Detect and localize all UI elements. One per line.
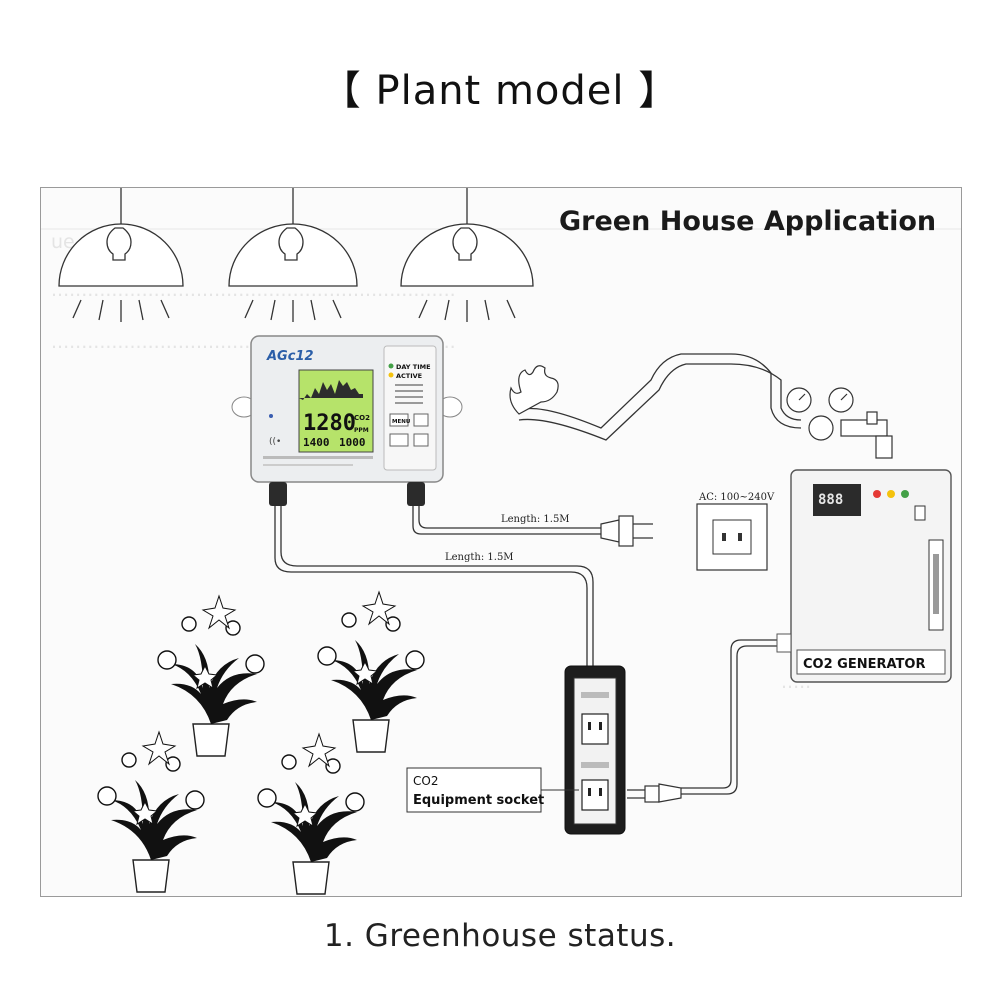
ac-wall-outlet: AC: 100~240V [696, 492, 775, 571]
cables [274, 353, 802, 795]
sensor-cable-gland [269, 482, 287, 506]
page-title: 【 Plant model 】 [320, 68, 680, 114]
grow-lamp-3 [400, 188, 534, 322]
socket-plug [627, 783, 682, 803]
grow-lamp-1 [58, 188, 184, 322]
red-led-icon [873, 490, 881, 498]
greenhouse-diagram: ue Started .............................… [41, 188, 961, 895]
lcd-unit-top: CO2 [354, 414, 370, 422]
plant-3 [97, 731, 205, 893]
power-cable-gland [407, 482, 425, 506]
co2-diffuser [509, 365, 559, 415]
generator-nameplate [796, 649, 946, 675]
generator-display [813, 484, 861, 516]
socket-label-box: CO2 Equipment socket [406, 767, 579, 813]
caption: 1. Greenhouse status. [323, 918, 677, 954]
socket-label-line2: Equipment socket [413, 793, 544, 808]
co2-regulator [786, 387, 893, 459]
menu-button-label: MENU [392, 419, 410, 425]
grow-lamp-2 [228, 188, 358, 322]
lcd-co2-value: 1280 [303, 411, 356, 436]
generator-display-digits: 888 [818, 492, 843, 508]
co2-controller: AGc12 1280 CO2 PPM 1400 1000 DAY TIME AC… [231, 335, 463, 506]
down-button [413, 433, 429, 447]
status-day: DAY TIME [396, 363, 431, 371]
outlet-voltage-label: AC: 100~240V [698, 492, 775, 503]
co2-generator: 888 CO2 GENERATOR [776, 469, 952, 683]
generator-label: CO2 GENERATOR [803, 657, 925, 672]
up-button [413, 413, 429, 427]
cable-length-power: Length: 1.5M [501, 514, 570, 525]
day-led-icon [388, 363, 394, 369]
equipment-socket-strip [564, 665, 626, 835]
menu-button [389, 413, 409, 427]
lcd-low-value: 1400 [303, 436, 330, 449]
generator-cable-gland [776, 633, 792, 653]
diagram-heading: Green House Application [559, 206, 936, 237]
lcd-unit-bottom: PPM [354, 427, 369, 434]
ac-plug [600, 515, 653, 547]
status-active: ACTIVE [396, 372, 422, 380]
cable-length-socket: Length: 1.5M [445, 552, 514, 563]
outlet-top [581, 713, 609, 745]
wireless-icon: ((• [269, 437, 281, 447]
lcd-screen [298, 369, 374, 453]
controller-model: AGc12 [266, 349, 314, 364]
socket-label-line1: CO2 [413, 774, 438, 788]
lcd-high-value: 1000 [339, 436, 366, 449]
outlet-bottom [581, 779, 609, 811]
set-button [389, 433, 409, 447]
diagram-frame: ue Started .............................… [40, 187, 962, 897]
plant-2 [317, 591, 425, 753]
plant-4 [257, 733, 365, 895]
green-led-icon [901, 490, 909, 498]
generator-knob [914, 505, 926, 521]
active-led-icon [388, 372, 394, 378]
sensor-icon [269, 414, 273, 418]
plant-1 [157, 595, 265, 757]
yellow-led-icon [887, 490, 895, 498]
